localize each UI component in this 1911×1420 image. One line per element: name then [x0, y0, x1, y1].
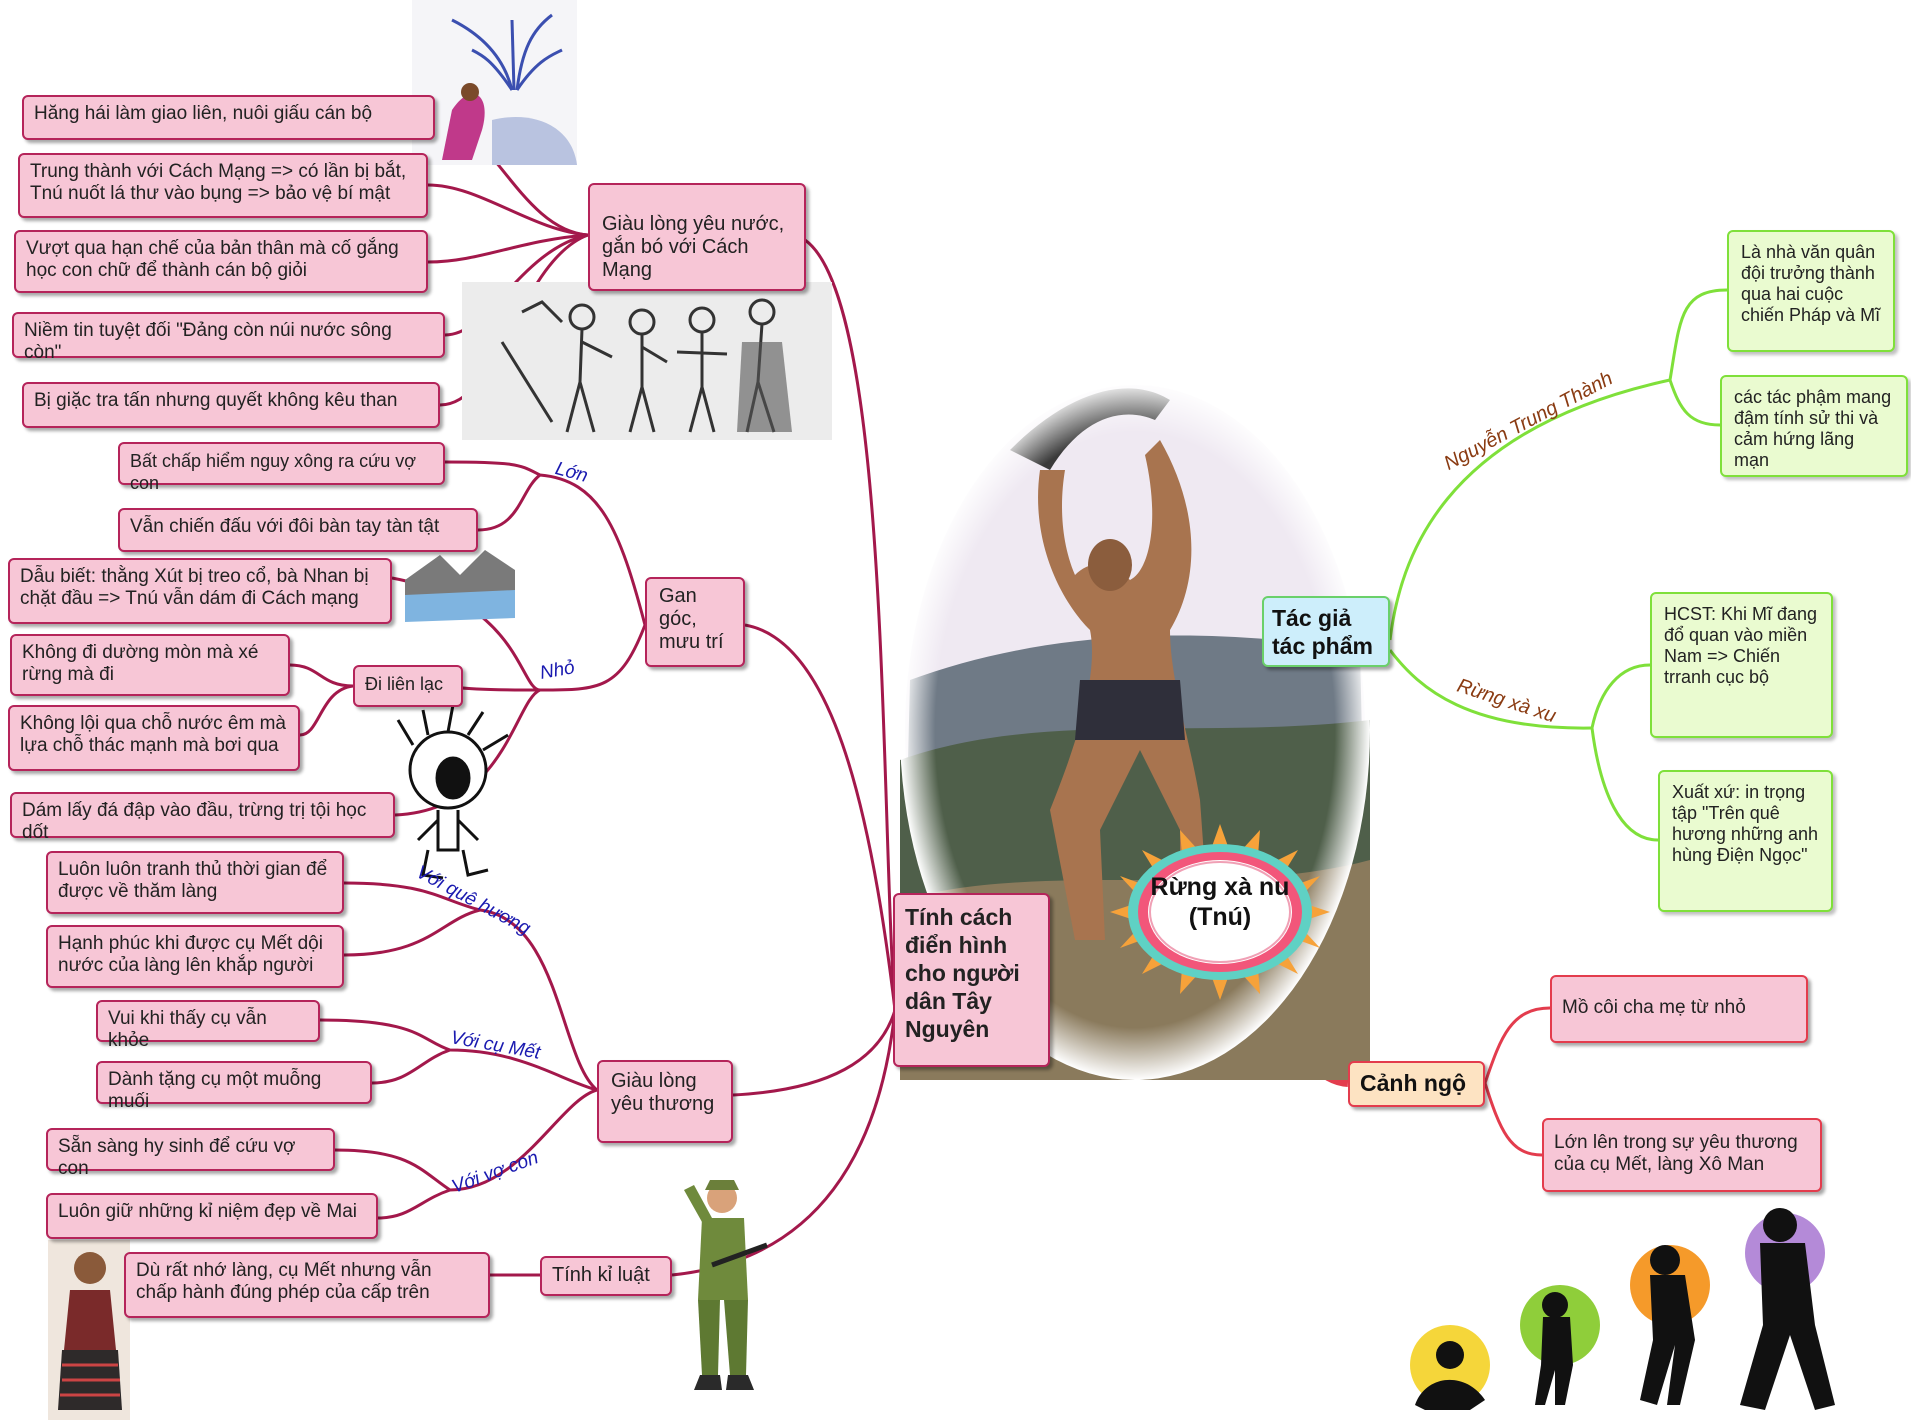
- prisoners-sketch: [462, 282, 832, 440]
- growth-silhouettes: [1410, 1208, 1835, 1410]
- patriotic-item-2[interactable]: Trung thành với Cách Mạng => có lần bị b…: [18, 153, 428, 218]
- liaison-item-1[interactable]: Không đi dường mòn mà xé rừng mà đi: [10, 634, 290, 696]
- village-girl-photo: [48, 1240, 130, 1420]
- homeland-item-2[interactable]: Hạnh phúc khi được cụ Mết dội nước của l…: [46, 925, 344, 988]
- author-item-1[interactable]: Là nhà văn quân đội trưởng thành qua hai…: [1727, 230, 1895, 352]
- work-item-2[interactable]: Xuất xứ: in trọng tập "Trên quê hương nh…: [1658, 770, 1833, 912]
- center-title: Rừng xà nu (Tnú): [1150, 873, 1290, 931]
- grandpa-item-1[interactable]: Vui khi thấy cụ vẫn khỏe: [96, 1000, 320, 1051]
- situation-item-2[interactable]: Lớn lên trong sự yêu thương của cụ Mết, …: [1542, 1118, 1822, 1192]
- homeland-item-1[interactable]: Luôn luôn tranh thủ thời gian để được về…: [46, 851, 344, 914]
- family-item-1[interactable]: Sẵn sàng hy sinh để cứu vợ con: [46, 1128, 335, 1179]
- branch-loving[interactable]: Giàu lòng yêu thương: [597, 1060, 733, 1143]
- brave-adult-item-1[interactable]: Bất chấp hiểm nguy xông ra cứu vợ con: [118, 442, 445, 493]
- brave-child-item-last[interactable]: Dám lấy đá đập vào đầu, trừng trị tội họ…: [10, 792, 395, 843]
- angry-kid-cartoon: [396, 704, 509, 880]
- situation-item-1[interactable]: Mồ côi cha mẹ từ nhỏ: [1550, 975, 1808, 1043]
- patriotic-item-1[interactable]: Hăng hái làm giao liên, nuôi giấu cán bộ: [22, 95, 435, 140]
- brave-child-item-1[interactable]: Dẫu biết: thằng Xút bị treo cổ, bà Nhan …: [8, 558, 392, 624]
- family-item-2[interactable]: Luôn giữ những kỉ niệm đẹp về Mai: [46, 1193, 378, 1239]
- discipline-item[interactable]: Dù rất nhớ làng, cụ Mết nhưng vẫn chấp h…: [124, 1252, 490, 1318]
- branch-discipline[interactable]: Tính kỉ luật: [540, 1256, 672, 1296]
- node-author[interactable]: Tác giả tác phẩm: [1262, 596, 1390, 667]
- work-item-1[interactable]: HCST: Khi Mĩ đang đổ quan vào miền Nam =…: [1650, 592, 1833, 738]
- brave-adult-item-2[interactable]: Vẫn chiến đấu với đôi bàn tay tàn tật: [118, 508, 478, 552]
- branch-patriotic[interactable]: Giàu lòng yêu nước, gắn bó với Cách Mạng: [588, 183, 806, 291]
- patriotic-item-3[interactable]: Vượt qua hạn chế của bản thân mà cố gắng…: [14, 230, 428, 293]
- dancer-illustration: [412, 0, 577, 165]
- patriotic-item-4[interactable]: Niềm tin tuyệt đối "Đảng còn núi nước sô…: [12, 312, 445, 363]
- liaison-node[interactable]: Đi liên lạc: [353, 665, 463, 707]
- liaison-item-2[interactable]: Không lội qua chỗ nước êm mà lựa chỗ thá…: [8, 705, 300, 771]
- author-item-2[interactable]: các tác phậm mang đậm tính sử thi và cảm…: [1720, 375, 1908, 477]
- waterfall-sketch: [405, 550, 515, 622]
- branch-brave[interactable]: Gan góc, mưu trí: [645, 577, 745, 667]
- center-flower: [1110, 824, 1330, 1000]
- grandpa-item-2[interactable]: Dành tặng cụ một muỗng muối: [96, 1061, 372, 1112]
- patriotic-item-5[interactable]: Bị giặc tra tấn nhưng quyết không kêu th…: [22, 382, 440, 428]
- soldier-figure: [684, 1180, 768, 1390]
- node-situation[interactable]: Cảnh ngộ: [1348, 1061, 1485, 1107]
- node-traits[interactable]: Tính cách điển hình cho người dân Tây Ng…: [893, 893, 1050, 1067]
